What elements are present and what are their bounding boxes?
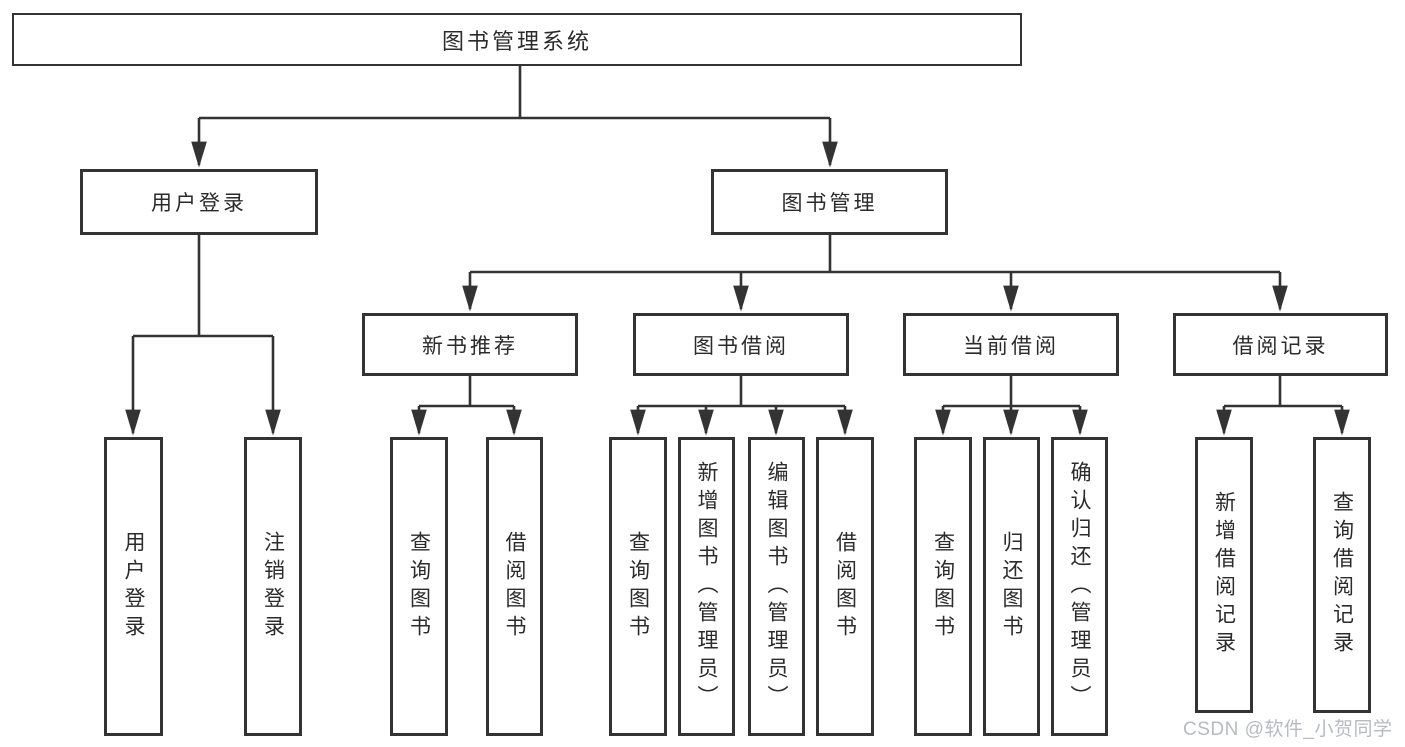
leaf-label: 确认归还（管理员）	[1068, 460, 1091, 713]
leaf-query-books-recommend: 查询图书	[390, 437, 448, 736]
leaf-label: 新增借阅记录	[1212, 491, 1236, 659]
leaf-label: 查询图书	[626, 530, 650, 643]
leaf-label: 编辑图书（管理员）	[765, 460, 788, 713]
csdn-watermark: CSDN @软件_小贺同学	[1183, 719, 1393, 740]
node-current-borrowing: 当前借阅	[903, 313, 1119, 376]
leaf-add-book-admin: 新增图书（管理员）	[678, 437, 735, 736]
connector-user-login-children	[125, 234, 281, 436]
node-root: 图书管理系统	[12, 13, 1022, 66]
connector-root-to-level2	[191, 65, 838, 168]
leaf-label: 查询借阅记录	[1330, 491, 1354, 659]
node-user-login: 用户登录	[80, 169, 318, 235]
connector-current-borrowing-children	[935, 375, 1088, 436]
leaf-label: 借阅图书	[833, 530, 857, 643]
leaf-logout: 注销登录	[244, 437, 302, 736]
node-book-management: 图书管理	[711, 169, 948, 235]
node-new-book-recommendation: 新书推荐	[362, 313, 578, 376]
leaf-label: 新增图书（管理员）	[695, 460, 718, 713]
connector-new-book-recommendation-children	[411, 375, 522, 436]
leaf-query-books-borrowing: 查询图书	[609, 437, 667, 736]
leaf-return-books: 归还图书	[983, 437, 1040, 736]
leaf-borrow-books-borrowing: 借阅图书	[816, 437, 874, 736]
leaf-borrow-books-recommend: 借阅图书	[486, 437, 543, 736]
leaf-query-books-current: 查询图书	[914, 437, 972, 736]
connector-book-management-children	[462, 234, 1288, 312]
node-book-borrowing: 图书借阅	[633, 313, 849, 376]
leaf-confirm-return-admin: 确认归还（管理员）	[1051, 437, 1108, 736]
leaf-query-borrow-record: 查询借阅记录	[1313, 437, 1371, 713]
leaf-edit-book-admin: 编辑图书（管理员）	[748, 437, 805, 736]
leaf-label: 查询图书	[931, 530, 955, 643]
leaf-label: 查询图书	[407, 530, 431, 643]
connector-book-borrowing-children	[630, 375, 853, 436]
leaf-label: 注销登录	[261, 530, 285, 643]
connector-borrowing-records-children	[1216, 375, 1350, 436]
leaf-label: 借阅图书	[503, 530, 526, 643]
leaf-label: 用户登录	[122, 530, 145, 643]
leaf-add-borrow-record: 新增借阅记录	[1195, 437, 1253, 713]
node-borrowing-records: 借阅记录	[1173, 313, 1388, 376]
leaf-user-login: 用户登录	[104, 437, 163, 736]
leaf-label: 归还图书	[1000, 530, 1023, 643]
